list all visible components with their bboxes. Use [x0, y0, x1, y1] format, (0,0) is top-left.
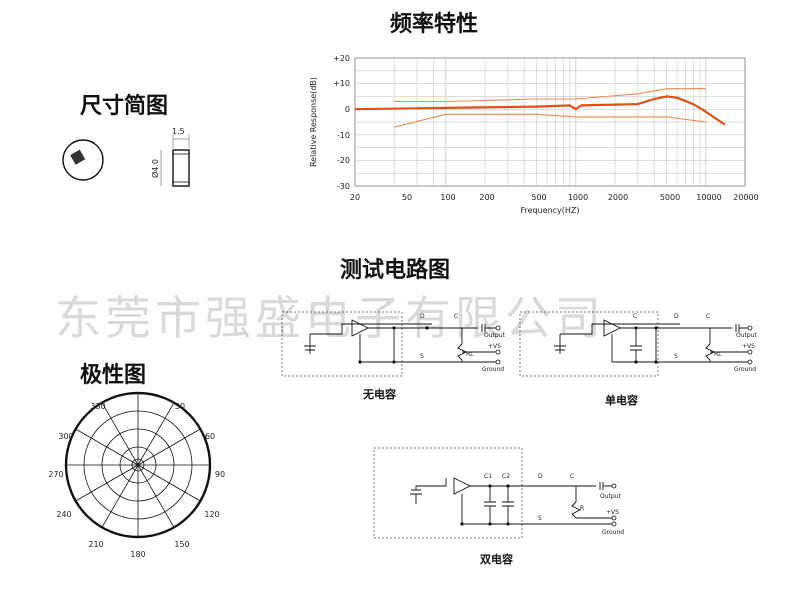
mic-port-square	[70, 149, 86, 165]
angle-label-90: 90	[215, 470, 225, 479]
angle-label-150: 150	[174, 540, 189, 549]
caption-double-capacitor: 双电容	[480, 553, 513, 566]
x-tick-label: 50	[402, 193, 412, 202]
vs-terminal	[495, 349, 501, 355]
x-tick-labels: 20 50 100 200 500 1000 2000 5000 10000 2…	[350, 193, 759, 202]
c2-label: C2	[502, 473, 510, 480]
drain-label: D	[674, 313, 679, 320]
angle-label-240: 240	[56, 510, 71, 519]
y-axis-label: Relative Response(dB)	[309, 77, 318, 167]
cap-label: C	[454, 313, 458, 320]
cap-label: C	[570, 473, 574, 480]
x-tick-label: 100	[440, 193, 455, 202]
vs-label: +VS	[742, 343, 755, 350]
test-circuit-heading: 测试电路图	[340, 257, 451, 283]
y-tick-label: -30	[337, 182, 350, 191]
mic-side-body	[172, 149, 190, 187]
x-tick-label: 200	[479, 193, 494, 202]
ground-label: Ground	[734, 366, 756, 373]
y-tick-label: +10	[333, 79, 350, 88]
output-terminal	[747, 325, 753, 331]
source-label: S	[420, 353, 424, 360]
ground-label: Ground	[602, 529, 624, 536]
output-label: Output	[600, 493, 621, 500]
circuit-terminals	[358, 325, 501, 365]
y-tick-labels: +20 +10 0 -10 -20 -30	[333, 54, 350, 191]
circuit-single-capacitor: C D C S RL Output +VS Ground	[519, 311, 757, 377]
angle-label-300: 300	[58, 432, 73, 441]
lower-tolerance-line	[393, 113, 706, 128]
y-tick-label: -10	[337, 131, 350, 140]
x-tick-label: 2000	[608, 193, 628, 202]
vs-terminal	[747, 349, 753, 355]
c1-label: C1	[484, 473, 492, 480]
source-label: S	[674, 353, 678, 360]
polar-spoke	[101, 402, 175, 528]
cap-label: C	[633, 313, 637, 320]
dimension-drawing: 1.5 Ø4.0	[62, 127, 190, 187]
x-tick-label: 20000	[733, 193, 758, 202]
x-tick-label: 5000	[660, 193, 680, 202]
angle-label-270: 270	[48, 470, 63, 479]
frequency-heading: 频率特性	[390, 11, 479, 37]
caption-single-capacitor: 单电容	[605, 394, 638, 407]
x-tick-label: 10000	[696, 193, 721, 202]
ground-terminal	[495, 359, 501, 365]
ground-terminal	[611, 521, 617, 527]
y-tick-label: +20	[333, 54, 350, 63]
polar-angle-labels: 330 30 300 60 270 90 240 120 210 150 180	[48, 402, 225, 559]
angle-label-180: 180	[130, 550, 145, 559]
output-label: Output	[736, 332, 757, 339]
polar-heading: 极性图	[80, 362, 147, 388]
angle-label-120: 120	[204, 510, 219, 519]
cap-label: C	[706, 313, 710, 320]
angle-label-210: 210	[88, 540, 103, 549]
diameter-dim-label: Ø4.0	[150, 159, 160, 178]
drain-label: D	[420, 313, 425, 320]
circuit-double-capacitor: C1 C2 D C S R Output +VS Ground	[373, 447, 624, 539]
x-axis-label: Frequency(HZ)	[520, 206, 579, 215]
x-tick-label: 500	[531, 193, 546, 202]
load-resistor-label: RL	[714, 351, 722, 358]
y-tick-label: 0	[345, 105, 350, 114]
circuit-no-capacitor: D C S RL Output +VS Ground	[281, 311, 505, 377]
y-tick-label: -20	[337, 156, 350, 165]
x-tick-label: 1000	[568, 193, 588, 202]
vs-label: +VS	[488, 343, 501, 350]
ground-label: Ground	[482, 366, 504, 373]
polar-pattern-diagram: 330 30 300 60 270 90 240 120 210 150 180	[48, 391, 225, 559]
dimensions-heading: 尺寸简图	[80, 93, 169, 119]
upper-tolerance-line	[394, 88, 706, 103]
polar-grid	[64, 391, 212, 539]
response-curve	[354, 95, 726, 126]
output-terminal	[611, 483, 617, 489]
caption-no-capacitor: 无电容	[363, 388, 396, 401]
load-resistor-label: RL	[466, 351, 474, 358]
ground-terminal	[747, 359, 753, 365]
output-terminal	[495, 325, 501, 331]
frequency-response-chart: +20 +10 0 -10 -20 -30 20 50 100 200 500 …	[309, 54, 759, 215]
resistor-label: R	[580, 505, 584, 512]
chart-gridlines	[354, 57, 746, 187]
angle-label-30: 30	[175, 402, 185, 411]
company-watermark: 东莞市强盛电子有限公司	[55, 291, 605, 345]
vs-terminal	[611, 515, 617, 521]
output-label: Output	[484, 332, 505, 339]
angle-label-330: 330	[90, 402, 105, 411]
vs-label: +VS	[606, 509, 619, 516]
thickness-dim-label: 1.5	[172, 127, 185, 136]
angle-label-60: 60	[205, 432, 215, 441]
source-label: S	[538, 515, 542, 522]
drain-label: D	[538, 473, 543, 480]
x-tick-label: 20	[350, 193, 360, 202]
chart-series-group	[354, 88, 726, 128]
